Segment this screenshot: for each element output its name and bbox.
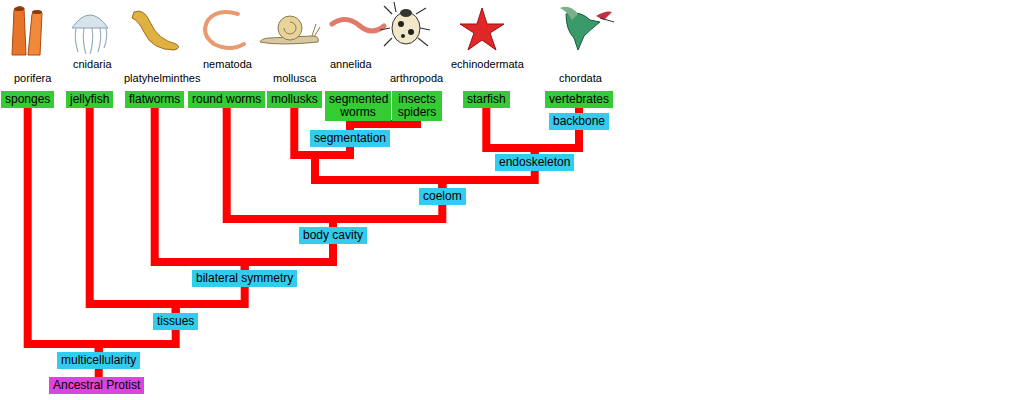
phylum-label: cnidaria <box>73 58 112 70</box>
branch-line <box>155 108 245 270</box>
flatworm-illustration <box>132 11 179 50</box>
branch-line <box>486 108 534 154</box>
node-text: coelom <box>423 189 462 203</box>
trait-box: bilateral symmetry <box>192 270 297 287</box>
taxon-box: round worms <box>188 91 265 108</box>
taxon-box: vertebrates <box>545 91 613 108</box>
node-text: round worms <box>192 92 261 106</box>
branch-line <box>95 369 103 377</box>
node-text: bilateral symmetry <box>196 271 293 285</box>
sponge-illustration <box>12 6 42 55</box>
phylum-label: echinodermata <box>451 58 524 70</box>
trait-box: coelom <box>419 188 466 205</box>
starfish-illustration <box>460 8 504 50</box>
trait-box: endoskeleton <box>495 154 574 171</box>
root-box: Ancestral Protist <box>49 377 144 394</box>
node-text: body cavity <box>303 228 363 242</box>
node-text: mollusks <box>271 92 318 106</box>
branch-line <box>350 121 417 130</box>
node-text: vertebrates <box>549 92 609 106</box>
node-text: segmented worms <box>329 92 388 119</box>
phylum-label: annelida <box>330 58 372 70</box>
hummingbird-illustration <box>560 7 614 50</box>
branch-line <box>442 171 534 188</box>
trait-box: backbone <box>549 113 609 130</box>
node-text: multicellularity <box>61 353 136 367</box>
earthworm-illustration <box>332 19 384 31</box>
taxon-box: flatworms <box>125 91 184 108</box>
trait-box: tissues <box>153 313 198 330</box>
taxon-box: sponges <box>1 91 54 108</box>
node-text: starfish <box>467 92 506 106</box>
node-text: sponges <box>5 92 50 106</box>
phylum-label: chordata <box>559 72 602 84</box>
taxon-box: mollusks <box>267 91 322 108</box>
branch-line <box>176 287 245 313</box>
node-text: flatworms <box>129 92 180 106</box>
taxon-box: jellyfish <box>66 91 113 108</box>
jellyfish-illustration <box>72 15 108 54</box>
phylum-label: mollusca <box>273 72 316 84</box>
roundworm-illustration <box>205 12 244 48</box>
trait-box: multicellularity <box>57 352 140 369</box>
beetle-illustration <box>380 2 430 46</box>
branch-line <box>90 108 176 313</box>
branch-line <box>315 147 442 188</box>
branch-line <box>99 330 176 352</box>
branch-line <box>333 205 442 227</box>
trait-box: segmentation <box>310 130 390 147</box>
phylum-label: arthropoda <box>390 72 443 84</box>
taxon-box: starfish <box>463 91 510 108</box>
node-text: segmentation <box>314 131 386 145</box>
branch-line <box>535 130 579 154</box>
node-text: insects spiders <box>398 92 437 119</box>
branch-line <box>245 244 333 270</box>
taxon-box: segmented worms <box>325 91 391 121</box>
taxon-box: insects spiders <box>392 91 442 121</box>
phylum-label: porifera <box>14 72 51 84</box>
snail-illustration <box>260 16 320 44</box>
node-text: endoskeleton <box>499 155 570 169</box>
node-text: Ancestral Protist <box>53 378 140 392</box>
phylum-label: platyhelminthes <box>124 72 200 84</box>
node-text: jellyfish <box>70 92 109 106</box>
trait-box: body cavity <box>299 227 367 244</box>
phylum-label: nematoda <box>203 58 252 70</box>
node-text: backbone <box>553 114 605 128</box>
node-text: tissues <box>157 314 194 328</box>
